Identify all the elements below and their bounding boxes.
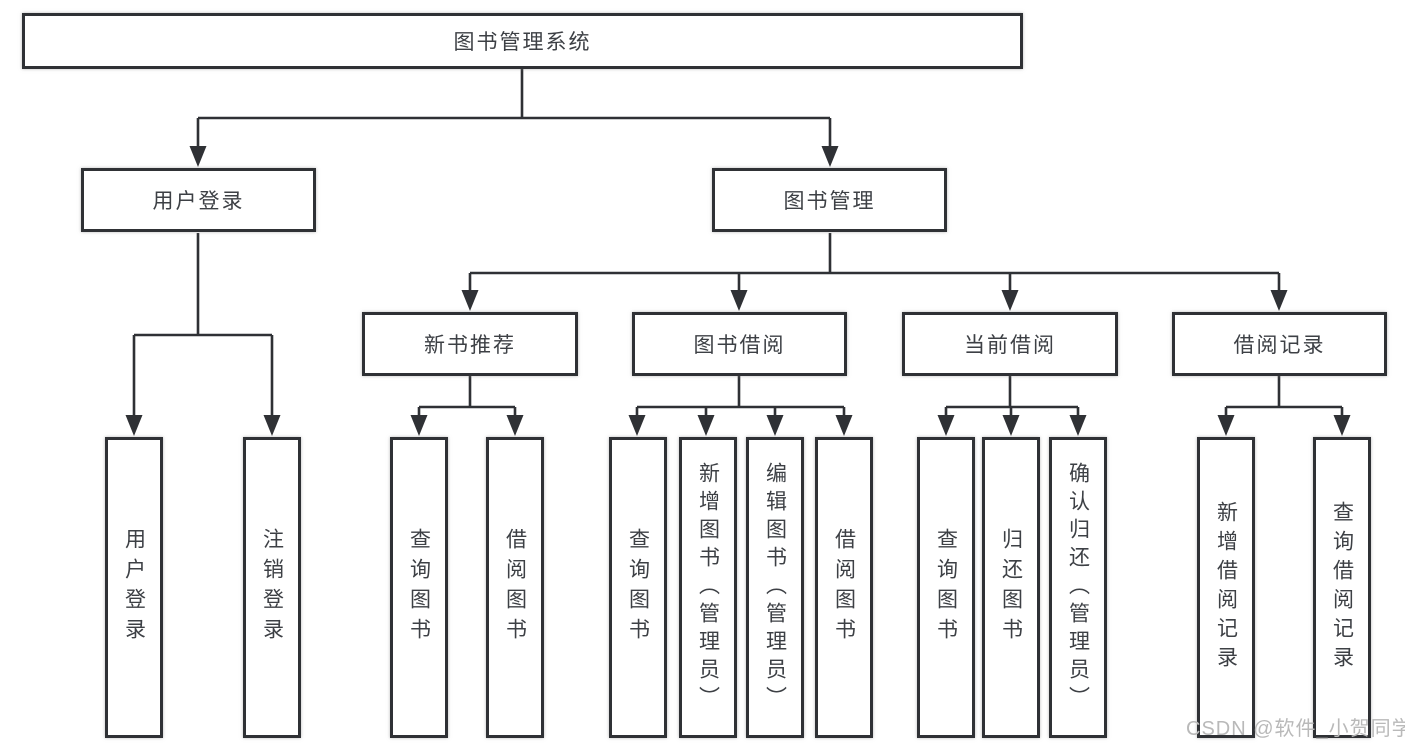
node-bb-edit-book: 编辑图书（管理员）	[746, 437, 804, 738]
node-current-borrow: 当前借阅	[902, 312, 1118, 376]
node-cb-return-book: 归还图书	[982, 437, 1040, 738]
node-bb-query-book: 查询图书	[609, 437, 667, 738]
node-book-management-label: 图书管理	[783, 190, 876, 213]
node-bb-edit-book-label: 编辑图书（管理员）	[763, 461, 787, 714]
node-logout-leaf: 注销登录	[243, 437, 301, 738]
node-br-query-record-label: 查询借阅记录	[1330, 500, 1354, 675]
node-new-book-recommend-label: 新书推荐	[424, 334, 516, 357]
node-br-add-record-label: 新增借阅记录	[1214, 500, 1238, 675]
node-borrow-record-label: 借阅记录	[1233, 334, 1326, 357]
node-nr-borrow-book: 借阅图书	[486, 437, 544, 738]
node-nr-query-book: 查询图书	[390, 437, 448, 738]
node-logout-leaf-label: 注销登录	[260, 527, 284, 648]
node-br-query-record: 查询借阅记录	[1313, 437, 1371, 738]
node-borrow-record: 借阅记录	[1172, 312, 1387, 376]
node-cb-query-book-label: 查询图书	[934, 527, 958, 648]
node-cb-return-book-label: 归还图书	[999, 527, 1023, 648]
node-nr-borrow-book-label: 借阅图书	[503, 527, 527, 648]
node-cb-confirm-return: 确认归还（管理员）	[1049, 437, 1107, 738]
node-bb-add-book-label: 新增图书（管理员）	[696, 461, 720, 714]
node-bb-borrow-book-label: 借阅图书	[832, 527, 856, 648]
node-br-add-record: 新增借阅记录	[1197, 437, 1255, 738]
node-user-login-label: 用户登录	[152, 190, 245, 213]
node-user-login: 用户登录	[81, 168, 316, 232]
node-book-borrow: 图书借阅	[632, 312, 847, 376]
node-nr-query-book-label: 查询图书	[407, 527, 431, 648]
node-book-management: 图书管理	[712, 168, 947, 232]
node-root: 图书管理系统	[22, 13, 1023, 69]
node-login-leaf: 用户登录	[105, 437, 163, 738]
node-bb-add-book: 新增图书（管理员）	[679, 437, 737, 738]
node-bb-query-book-label: 查询图书	[626, 527, 650, 648]
node-new-book-recommend: 新书推荐	[362, 312, 578, 376]
node-login-leaf-label: 用户登录	[122, 527, 146, 648]
node-cb-query-book: 查询图书	[917, 437, 975, 738]
node-current-borrow-label: 当前借阅	[964, 334, 1056, 357]
node-root-label: 图书管理系统	[453, 31, 592, 54]
node-bb-borrow-book: 借阅图书	[815, 437, 873, 738]
node-book-borrow-label: 图书借阅	[693, 334, 786, 357]
node-cb-confirm-return-label: 确认归还（管理员）	[1066, 461, 1090, 714]
csdn-watermark: CSDN @软件_小贺同学	[1186, 718, 1405, 740]
